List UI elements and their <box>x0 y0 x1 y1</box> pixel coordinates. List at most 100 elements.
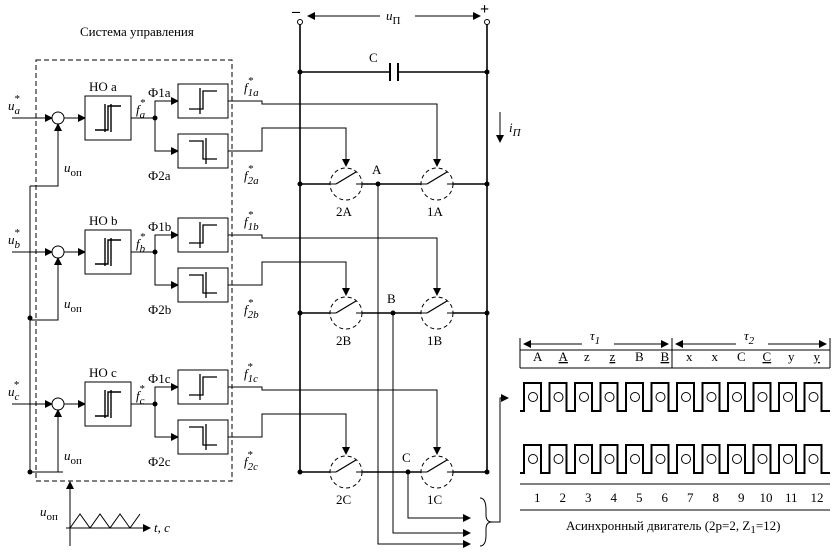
output-brace <box>479 394 509 547</box>
slot-conductor <box>579 454 589 464</box>
shaper-label: Ф2c <box>148 454 171 469</box>
slot-conductor <box>732 454 742 464</box>
slot-number: 9 <box>738 490 745 505</box>
shaper-icon <box>189 424 217 450</box>
slot-conductor <box>783 454 793 464</box>
slot-conductor <box>681 392 691 402</box>
shaper-label: Ф1b <box>148 219 171 234</box>
svg-text:τ1: τ1 <box>590 328 600 347</box>
switch-label-1c: 1C <box>427 492 442 507</box>
slot-conductor <box>808 392 819 402</box>
hysteresis-icon <box>95 238 121 266</box>
dc-plus-label: + <box>480 1 489 18</box>
winding-letter: y <box>788 349 795 364</box>
switch-label-2b: 2B <box>336 333 352 348</box>
slot-number: 12 <box>811 490 824 505</box>
switch-label-2c: 2C <box>336 492 351 507</box>
slot-number: 1 <box>534 490 541 505</box>
slot-conductor <box>783 392 793 402</box>
phase-node-label-b: B <box>387 291 396 306</box>
split-dot <box>152 401 158 407</box>
slot-conductor <box>706 454 717 464</box>
control-system: Система управления <box>35 24 233 482</box>
slot-conductor <box>528 392 538 402</box>
summing-junction-a <box>51 111 65 125</box>
reference-signal-b: ub* <box>8 227 21 251</box>
slot-conductor <box>579 392 589 402</box>
winding-letter: B <box>635 349 644 364</box>
rail-junction <box>484 469 490 475</box>
winding-letter: C <box>737 349 746 364</box>
shaper-icon <box>189 222 217 248</box>
slot-conductor <box>757 454 768 464</box>
carrier-label-c: uоп <box>64 448 82 467</box>
summing-junction-c <box>51 397 65 411</box>
stator-slot-row <box>520 382 830 412</box>
winding-letter: C <box>763 349 772 364</box>
tau1-label: τ <box>590 328 596 343</box>
motor-caption: Асинхронный двигатель (2p=2, Z <box>566 518 750 533</box>
svg-text:Асинхронный двигатель (2p=2, Z: Асинхронный двигатель (2p=2, Z1=12) <box>566 518 780 536</box>
normalizer-output-a: fa* <box>136 97 146 121</box>
slot-conductor <box>630 392 640 402</box>
normalizer-label-b: НО b <box>89 213 118 228</box>
shaper-output-1c: f1c* <box>244 361 258 385</box>
reference-signal-c: uc* <box>8 379 20 403</box>
slot-conductor <box>528 454 538 464</box>
slot-conductor <box>655 454 666 464</box>
svg-text:uП: uП <box>386 8 401 27</box>
switch-label-2a: 2A <box>336 204 353 219</box>
slot-number: 7 <box>687 490 694 505</box>
shaper-label: Ф1c <box>148 371 171 386</box>
carrier-label-a: uоп <box>64 160 82 179</box>
slot-number: 6 <box>662 490 669 505</box>
slot-number: 11 <box>785 490 798 505</box>
winding-letter: z <box>584 349 590 364</box>
switch-label-1a: 1A <box>427 204 444 219</box>
slot-number: 3 <box>585 490 592 505</box>
dc-voltage-label: u <box>386 8 393 23</box>
slot-conductor <box>706 392 717 402</box>
dc-voltage-sub: П <box>393 15 401 27</box>
dc-minus-label: – <box>291 3 301 20</box>
stator-slot-row <box>520 444 830 474</box>
winding-letter: A <box>533 349 543 364</box>
slot-conductor <box>808 454 819 464</box>
tau2-label: τ <box>744 328 750 343</box>
motor-caption-sub: 1 <box>750 524 756 536</box>
winding-letter: B <box>661 349 670 364</box>
shaper-icon <box>189 138 217 164</box>
control-system-frame <box>35 59 233 482</box>
control-system-title: Система управления <box>80 24 194 39</box>
winding-letter: z <box>610 349 616 364</box>
carrier-label-b: uоп <box>64 296 82 315</box>
carrier-axis-label: uоп <box>40 504 58 523</box>
winding-letter: A <box>559 349 569 364</box>
shaper-label: Ф2a <box>148 168 171 183</box>
rail-junction <box>484 310 490 316</box>
shaper-icon <box>189 88 217 114</box>
reference-signal-a: ua* <box>8 93 21 117</box>
slot-conductor <box>630 454 640 464</box>
slot-number: 8 <box>713 490 720 505</box>
capacitor-label: C <box>369 50 378 65</box>
winding-letter: x <box>686 349 693 364</box>
slot-conductor <box>604 392 615 402</box>
slot-conductor <box>681 454 691 464</box>
slot-conductor <box>655 392 666 402</box>
switch-label-1b: 1B <box>427 333 443 348</box>
motor-caption-end: =12) <box>756 518 781 533</box>
slot-conductor <box>757 392 768 402</box>
shaper-output-1a: f1a* <box>244 75 259 99</box>
rail-junction <box>484 181 490 187</box>
dc-link: – + uП C iП <box>291 1 522 470</box>
shaper-icon <box>189 272 217 298</box>
split-dot <box>152 249 158 255</box>
phase-node-label-c: C <box>402 450 411 465</box>
svg-text:iП: iП <box>509 120 522 139</box>
shaper-label: Ф1a <box>148 85 171 100</box>
slot-number: 2 <box>560 490 567 505</box>
winding-letter: y <box>814 349 821 364</box>
